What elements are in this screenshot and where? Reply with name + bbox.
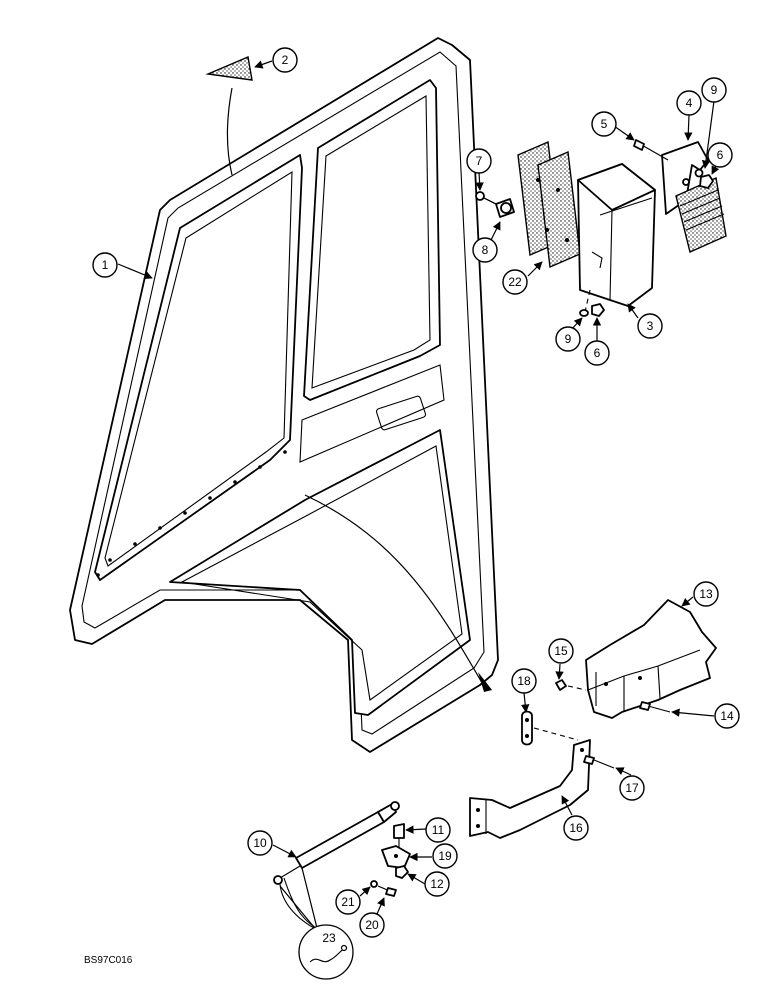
- callout-6-lower: 6: [584, 340, 610, 366]
- svg-text:12: 12: [430, 877, 444, 891]
- svg-text:11: 11: [432, 823, 445, 837]
- callout-13: 13: [693, 581, 719, 607]
- svg-text:22: 22: [508, 275, 522, 289]
- svg-text:3: 3: [647, 319, 654, 333]
- callout-8: 8: [472, 237, 498, 263]
- callout-18: 18: [511, 668, 537, 694]
- callout-12: 12: [424, 871, 450, 897]
- callout-22: 22: [502, 269, 528, 295]
- svg-text:17: 17: [625, 781, 639, 795]
- svg-text:1: 1: [102, 258, 109, 272]
- callout-19: 19: [432, 843, 458, 869]
- callout-7: 7: [466, 148, 492, 174]
- lower-fasteners: [579, 303, 605, 317]
- hinge-cover: [555, 599, 717, 719]
- svg-text:15: 15: [554, 644, 568, 658]
- leader-lines: [117, 60, 721, 933]
- drawing-reference-code: BS97C016: [84, 955, 133, 966]
- knob-and-bolt: [475, 191, 515, 218]
- callout-16: 16: [563, 815, 589, 841]
- svg-text:6: 6: [594, 346, 601, 360]
- svg-text:20: 20: [365, 918, 379, 932]
- svg-text:8: 8: [482, 243, 489, 257]
- callout-17: 17: [619, 775, 645, 801]
- link-plate: [521, 710, 579, 746]
- door-frame: [69, 37, 499, 753]
- callout-9-lower: 9: [555, 326, 581, 352]
- svg-text:13: 13: [699, 587, 713, 601]
- svg-text:9: 9: [711, 83, 718, 97]
- svg-text:10: 10: [253, 836, 267, 850]
- callout-6-upper: 6: [707, 142, 733, 168]
- svg-text:16: 16: [569, 821, 583, 835]
- callout-14: 14: [714, 703, 740, 729]
- svg-text:4: 4: [686, 96, 693, 110]
- light-housing: [577, 163, 656, 313]
- callout-21: 21: [335, 889, 361, 915]
- svg-text:7: 7: [476, 154, 483, 168]
- svg-text:2: 2: [282, 53, 289, 67]
- mounting-bracket: [661, 141, 727, 253]
- svg-text:14: 14: [720, 709, 734, 723]
- svg-text:18: 18: [517, 674, 531, 688]
- upper-fasteners: [633, 139, 714, 189]
- strut-bracket: [370, 823, 411, 897]
- gas-strut: [273, 801, 400, 933]
- callout-15: 15: [548, 638, 574, 664]
- callout-2: 2: [272, 47, 298, 73]
- callout-1: 1: [92, 252, 118, 278]
- callout-23: 23: [298, 924, 354, 980]
- svg-text:23: 23: [322, 931, 336, 945]
- svg-text:5: 5: [601, 117, 608, 131]
- svg-text:21: 21: [341, 895, 355, 909]
- callout-9-upper: 9: [701, 77, 727, 103]
- callout-20: 20: [359, 912, 385, 938]
- callout-4: 4: [676, 90, 702, 116]
- callout-5: 5: [591, 111, 617, 137]
- hinge-arm: [469, 739, 615, 839]
- svg-text:6: 6: [717, 148, 724, 162]
- svg-text:19: 19: [438, 849, 452, 863]
- reflector-pads: [517, 140, 581, 269]
- callout-11: 11: [425, 817, 451, 843]
- callout-3: 3: [637, 313, 663, 339]
- svg-text:9: 9: [565, 332, 572, 346]
- corner-trim: [205, 56, 253, 176]
- callout-10: 10: [247, 830, 273, 856]
